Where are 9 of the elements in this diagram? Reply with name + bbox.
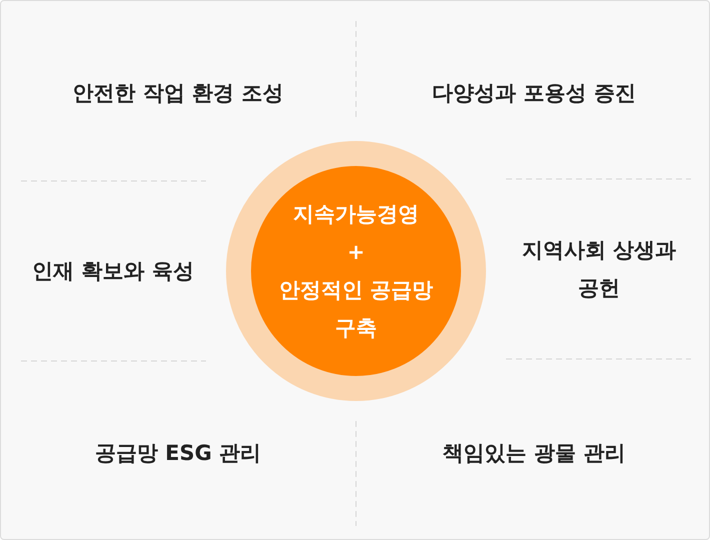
plus-sign: + (347, 239, 365, 266)
circle-heading: 지속가능경영 (293, 201, 419, 228)
topic-label: 책임있는 광물 관리 (442, 440, 626, 467)
topic-label: 안전한 작업 환경 조성 (72, 80, 284, 107)
topic-label: 다양성과 포용성 증진 (432, 80, 636, 107)
topic-label: 인재 확보와 육성 (32, 258, 194, 285)
topic-label: 지역사회 상생과 공헌 (520, 237, 678, 302)
topic-label: 공급망 ESG 관리 (94, 440, 262, 467)
circle-text: 안정적인 공급망 구축 (278, 277, 434, 342)
